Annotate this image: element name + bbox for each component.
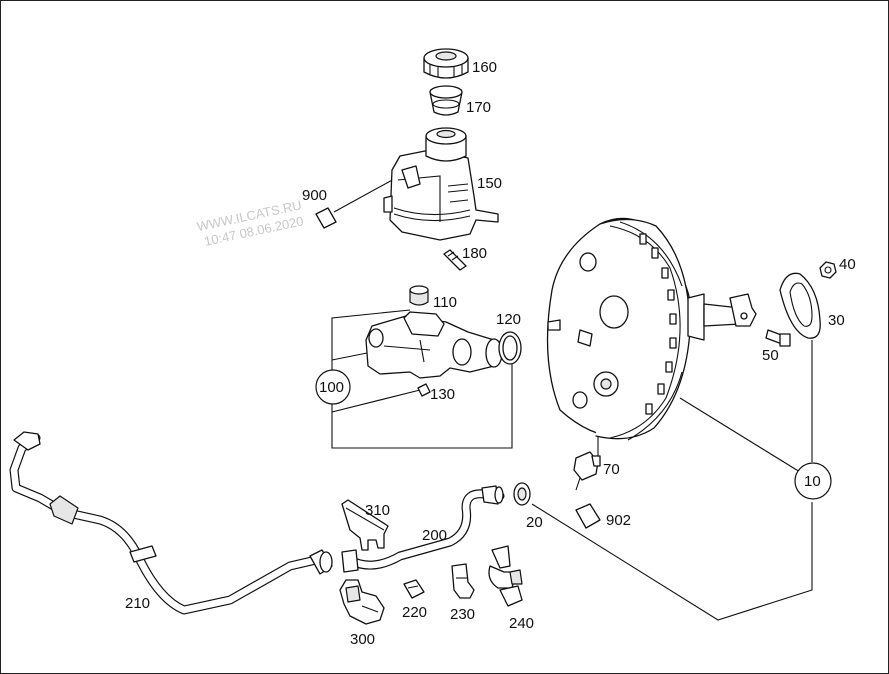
label-240: 240	[509, 615, 534, 632]
plug-180-part[interactable]	[443, 249, 467, 271]
label-300: 300	[350, 631, 375, 648]
connector-900-part[interactable]	[315, 207, 337, 229]
clip-230-part[interactable]	[451, 563, 475, 599]
label-20: 20	[526, 514, 543, 531]
label-130: 130	[430, 386, 455, 403]
seal-110-part[interactable]	[409, 285, 429, 306]
fitting-130-part[interactable]	[417, 383, 431, 397]
o-ring-120-part[interactable]	[498, 331, 522, 365]
callout-10[interactable]	[794, 462, 832, 500]
label-902: 902	[606, 512, 631, 529]
label-50: 50	[762, 347, 779, 364]
label-210: 210	[125, 595, 150, 612]
leader-lines	[331, 177, 813, 621]
vacuum-line-200-part[interactable]	[341, 485, 505, 573]
label-70: 70	[603, 461, 620, 478]
reservoir-cap-part[interactable]	[423, 48, 469, 79]
brake-booster-part[interactable]	[546, 217, 757, 441]
sensor-70-part[interactable]	[573, 451, 601, 491]
vacuum-line-210-part[interactable]	[9, 431, 333, 615]
label-150: 150	[477, 175, 502, 192]
bracket-310-part[interactable]	[341, 499, 389, 551]
master-cylinder-part[interactable]	[365, 311, 503, 379]
label-100: 100	[319, 379, 344, 396]
brake-fluid-reservoir-part[interactable]	[383, 127, 499, 241]
label-220: 220	[402, 604, 427, 621]
watermark: WWW.ILCATS.RU 10:47 08.06.2020	[196, 197, 305, 249]
label-310: 310	[365, 502, 390, 519]
clip-220-part[interactable]	[403, 579, 425, 599]
label-180: 180	[462, 245, 487, 262]
nut-40-part[interactable]	[819, 261, 837, 279]
part-labels: 160 170 150 900 180 110 120 100 130 40 3…	[125, 59, 856, 648]
label-200: 200	[422, 527, 447, 544]
label-160: 160	[472, 59, 497, 76]
gasket-30-part[interactable]	[779, 272, 821, 339]
label-40: 40	[839, 256, 856, 273]
label-230: 230	[450, 606, 475, 623]
connector-902-part[interactable]	[575, 503, 601, 529]
reservoir-sieve-part[interactable]	[429, 85, 463, 116]
label-900: 900	[302, 187, 327, 204]
label-30: 30	[828, 312, 845, 329]
label-10: 10	[804, 473, 821, 490]
clip-300-part[interactable]	[339, 579, 385, 625]
bolt-50-part[interactable]	[765, 329, 791, 347]
label-120: 120	[496, 311, 521, 328]
callout-100[interactable]	[315, 369, 351, 405]
label-110: 110	[433, 294, 457, 311]
grommet-20-part[interactable]	[513, 482, 531, 506]
clip-240-part[interactable]	[488, 545, 523, 607]
label-170: 170	[466, 99, 491, 116]
